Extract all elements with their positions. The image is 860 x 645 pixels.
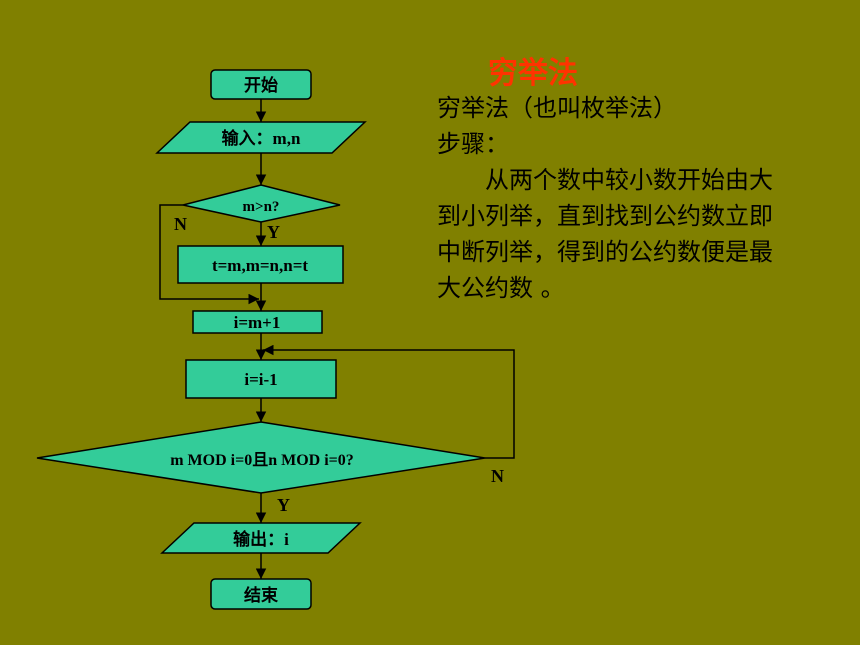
description-line-2: 步骤： [437,130,509,158]
end-node: 结束 [210,578,312,610]
start-node-label: 开始 [244,75,278,95]
swap-node: t=m,m=n,n=t [177,245,344,284]
init-node: i=m+1 [192,310,323,334]
slide-title: 穷举法 [488,56,578,91]
condition-yes-label: Y [277,495,290,515]
compare-decision-label: m>n? [243,199,280,215]
arrow-condition-no-loop [263,344,515,459]
arrow-compare-no-bypass [159,204,259,305]
swap-node-label: t=m,m=n,n=t [212,256,308,275]
description-body: 从两个数中较小数开始由大到小列举，直到找到公约数立即中断列举，得到的公约数便是最… [437,166,773,302]
description-line-1: 穷举法（也叫枚举法） [437,94,677,122]
compare-decision: m>n? [182,184,341,223]
input-node-label: 输入：m,n [222,128,301,148]
output-node: 输出：i [160,522,362,554]
output-node-label: 输出：i [233,529,289,549]
init-node-label: i=m+1 [234,313,281,332]
input-node: 输入：m,n [155,121,367,154]
compare-no-label: N [174,214,187,234]
condition-no-label: N [491,466,504,486]
condition-decision: m MOD i=0且n MOD i=0? [36,421,486,494]
decrement-node-label: i=i-1 [244,370,277,389]
end-node-label: 结束 [244,585,278,605]
compare-yes-label: Y [267,222,280,242]
method-description: 穷举法（也叫枚举法） 步骤： 从两个数中较小数开始由大到小列举，直到找到公约数立… [437,90,787,306]
start-node: 开始 [210,69,312,100]
condition-decision-label: m MOD i=0且n MOD i=0? [170,451,354,469]
decrement-node: i=i-1 [185,359,337,399]
flowchart-connectors [159,99,515,579]
